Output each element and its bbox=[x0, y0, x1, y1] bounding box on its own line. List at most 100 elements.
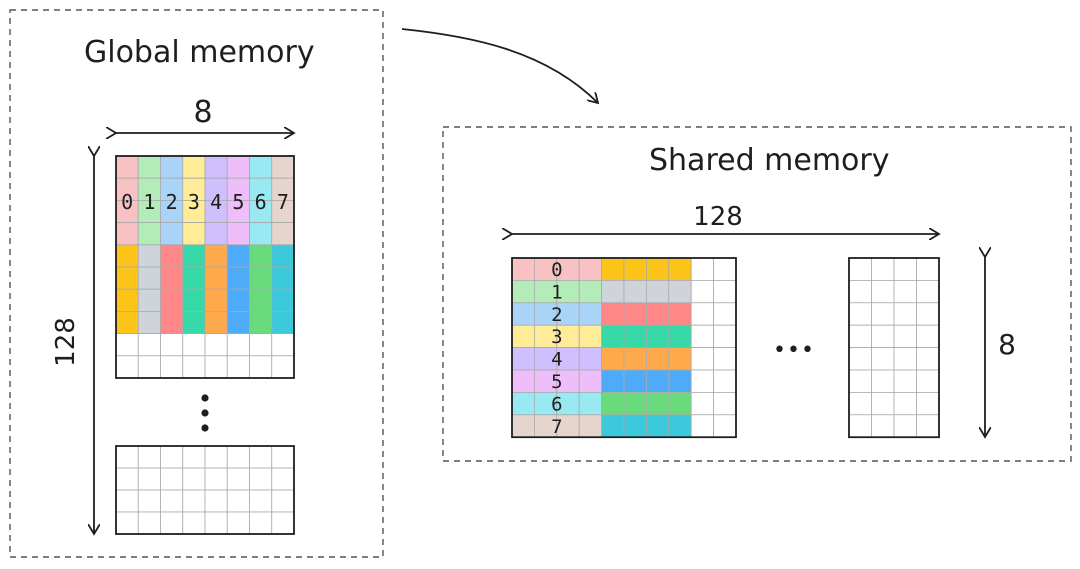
shared-left-cell bbox=[668, 279, 692, 304]
shared-right-cell bbox=[848, 369, 872, 393]
shared-left-cell bbox=[713, 391, 737, 416]
global-bottom-cell bbox=[271, 445, 295, 469]
shared-right-cell bbox=[848, 347, 872, 371]
global-top-cell bbox=[160, 222, 184, 246]
global-bottom-cell bbox=[137, 489, 161, 513]
shared-left-cell bbox=[668, 257, 692, 281]
transfer-arrow bbox=[401, 28, 598, 103]
global-bottom-border bbox=[115, 445, 295, 535]
global-column-index: 3 bbox=[188, 190, 200, 214]
global-bottom-cell bbox=[226, 489, 250, 513]
global-top-cell bbox=[204, 355, 228, 379]
global-bottom-cell bbox=[115, 511, 139, 535]
global-top-cell bbox=[271, 155, 295, 179]
shared-left-cell bbox=[623, 369, 647, 393]
shared-row-index: 7 bbox=[551, 416, 562, 438]
shared-row-index: 6 bbox=[551, 393, 562, 415]
global-top-cell bbox=[271, 355, 295, 379]
shared-left-cell bbox=[690, 302, 715, 326]
global-top-cell bbox=[204, 333, 228, 357]
global-bottom-cell bbox=[137, 467, 161, 491]
global-top-block bbox=[115, 155, 295, 379]
global-bottom-cell bbox=[182, 467, 206, 491]
global-top-cell bbox=[226, 155, 250, 179]
global-column-index: 4 bbox=[210, 190, 222, 214]
shared-right-cell bbox=[916, 347, 940, 371]
shared-left-cell bbox=[713, 324, 737, 349]
shared-right-cell bbox=[893, 414, 917, 438]
shared-right-cell bbox=[871, 257, 895, 281]
global-top-cell bbox=[204, 244, 228, 268]
global-bottom-block bbox=[115, 445, 295, 535]
shared-left-cell bbox=[578, 414, 603, 438]
shared-left-cell bbox=[623, 324, 647, 349]
shared-right-cell bbox=[916, 369, 940, 393]
shared-left-cell bbox=[511, 324, 535, 349]
shared-left-cell bbox=[601, 302, 625, 326]
shared-left-cell bbox=[668, 324, 692, 349]
shared-left-cell bbox=[668, 347, 692, 371]
shared-right-cell bbox=[871, 369, 895, 393]
global-memory-frame bbox=[9, 9, 384, 558]
shared-right-cell bbox=[916, 324, 940, 349]
shared-left-cell bbox=[713, 369, 737, 393]
global-bottom-cell bbox=[160, 489, 184, 513]
global-column-index: 0 bbox=[121, 190, 133, 214]
global-top-cell bbox=[271, 288, 295, 312]
global-bottom-cell bbox=[204, 511, 228, 535]
shared-right-cell bbox=[893, 369, 917, 393]
global-top-cell bbox=[226, 355, 250, 379]
shared-left-cell bbox=[578, 347, 603, 371]
global-top-cell bbox=[204, 266, 228, 290]
shared-left-cell bbox=[623, 302, 647, 326]
shared-right-cell bbox=[893, 391, 917, 416]
global-bottom-cell bbox=[160, 445, 184, 469]
shared-left-cell bbox=[511, 369, 535, 393]
global-top-cell bbox=[226, 288, 250, 312]
shared-left-cell bbox=[623, 279, 647, 304]
shared-right-cell bbox=[916, 257, 940, 281]
shared-left-cell bbox=[578, 257, 603, 281]
shared-left-cell bbox=[601, 257, 625, 281]
shared-left-cell bbox=[511, 257, 535, 281]
global-bottom-cell bbox=[115, 445, 139, 469]
shared-left-cell bbox=[668, 391, 692, 416]
shared-left-cell bbox=[623, 257, 647, 281]
global-top-cell bbox=[137, 333, 161, 357]
shared-right-cell bbox=[916, 391, 940, 416]
shared-right-cell bbox=[893, 347, 917, 371]
shared-left-cell bbox=[713, 257, 737, 281]
shared-right-cell bbox=[848, 414, 872, 438]
global-top-cell bbox=[160, 310, 184, 334]
global-column-index: 5 bbox=[232, 190, 244, 214]
global-top-cell bbox=[204, 310, 228, 334]
global-bottom-cell bbox=[115, 467, 139, 491]
shared-left-cell bbox=[601, 324, 625, 349]
global-column-index: 6 bbox=[255, 190, 267, 214]
global-top-cell bbox=[137, 355, 161, 379]
shared-left-cell bbox=[668, 302, 692, 326]
global-bottom-cell bbox=[271, 489, 295, 513]
shared-left-cell bbox=[623, 391, 647, 416]
global-top-cell bbox=[115, 222, 139, 246]
global-top-cell bbox=[160, 355, 184, 379]
global-top-cell bbox=[249, 244, 273, 268]
shared-width-label: 128 bbox=[693, 202, 743, 232]
global-bottom-cell bbox=[249, 511, 273, 535]
shared-left-cell bbox=[646, 257, 670, 281]
global-bottom-cell bbox=[249, 489, 273, 513]
shared-right-cell bbox=[848, 391, 872, 416]
shared-left-cell bbox=[713, 302, 737, 326]
global-top-cell bbox=[160, 333, 184, 357]
shared-right-border bbox=[848, 257, 940, 439]
shared-right-cell bbox=[893, 279, 917, 304]
global-bottom-cell bbox=[226, 467, 250, 491]
global-top-cell bbox=[182, 244, 206, 268]
shared-left-cell bbox=[690, 257, 715, 281]
shared-left-cell bbox=[690, 347, 715, 371]
shared-right-cell bbox=[871, 324, 895, 349]
global-top-cell bbox=[249, 288, 273, 312]
shared-left-cell bbox=[713, 279, 737, 304]
